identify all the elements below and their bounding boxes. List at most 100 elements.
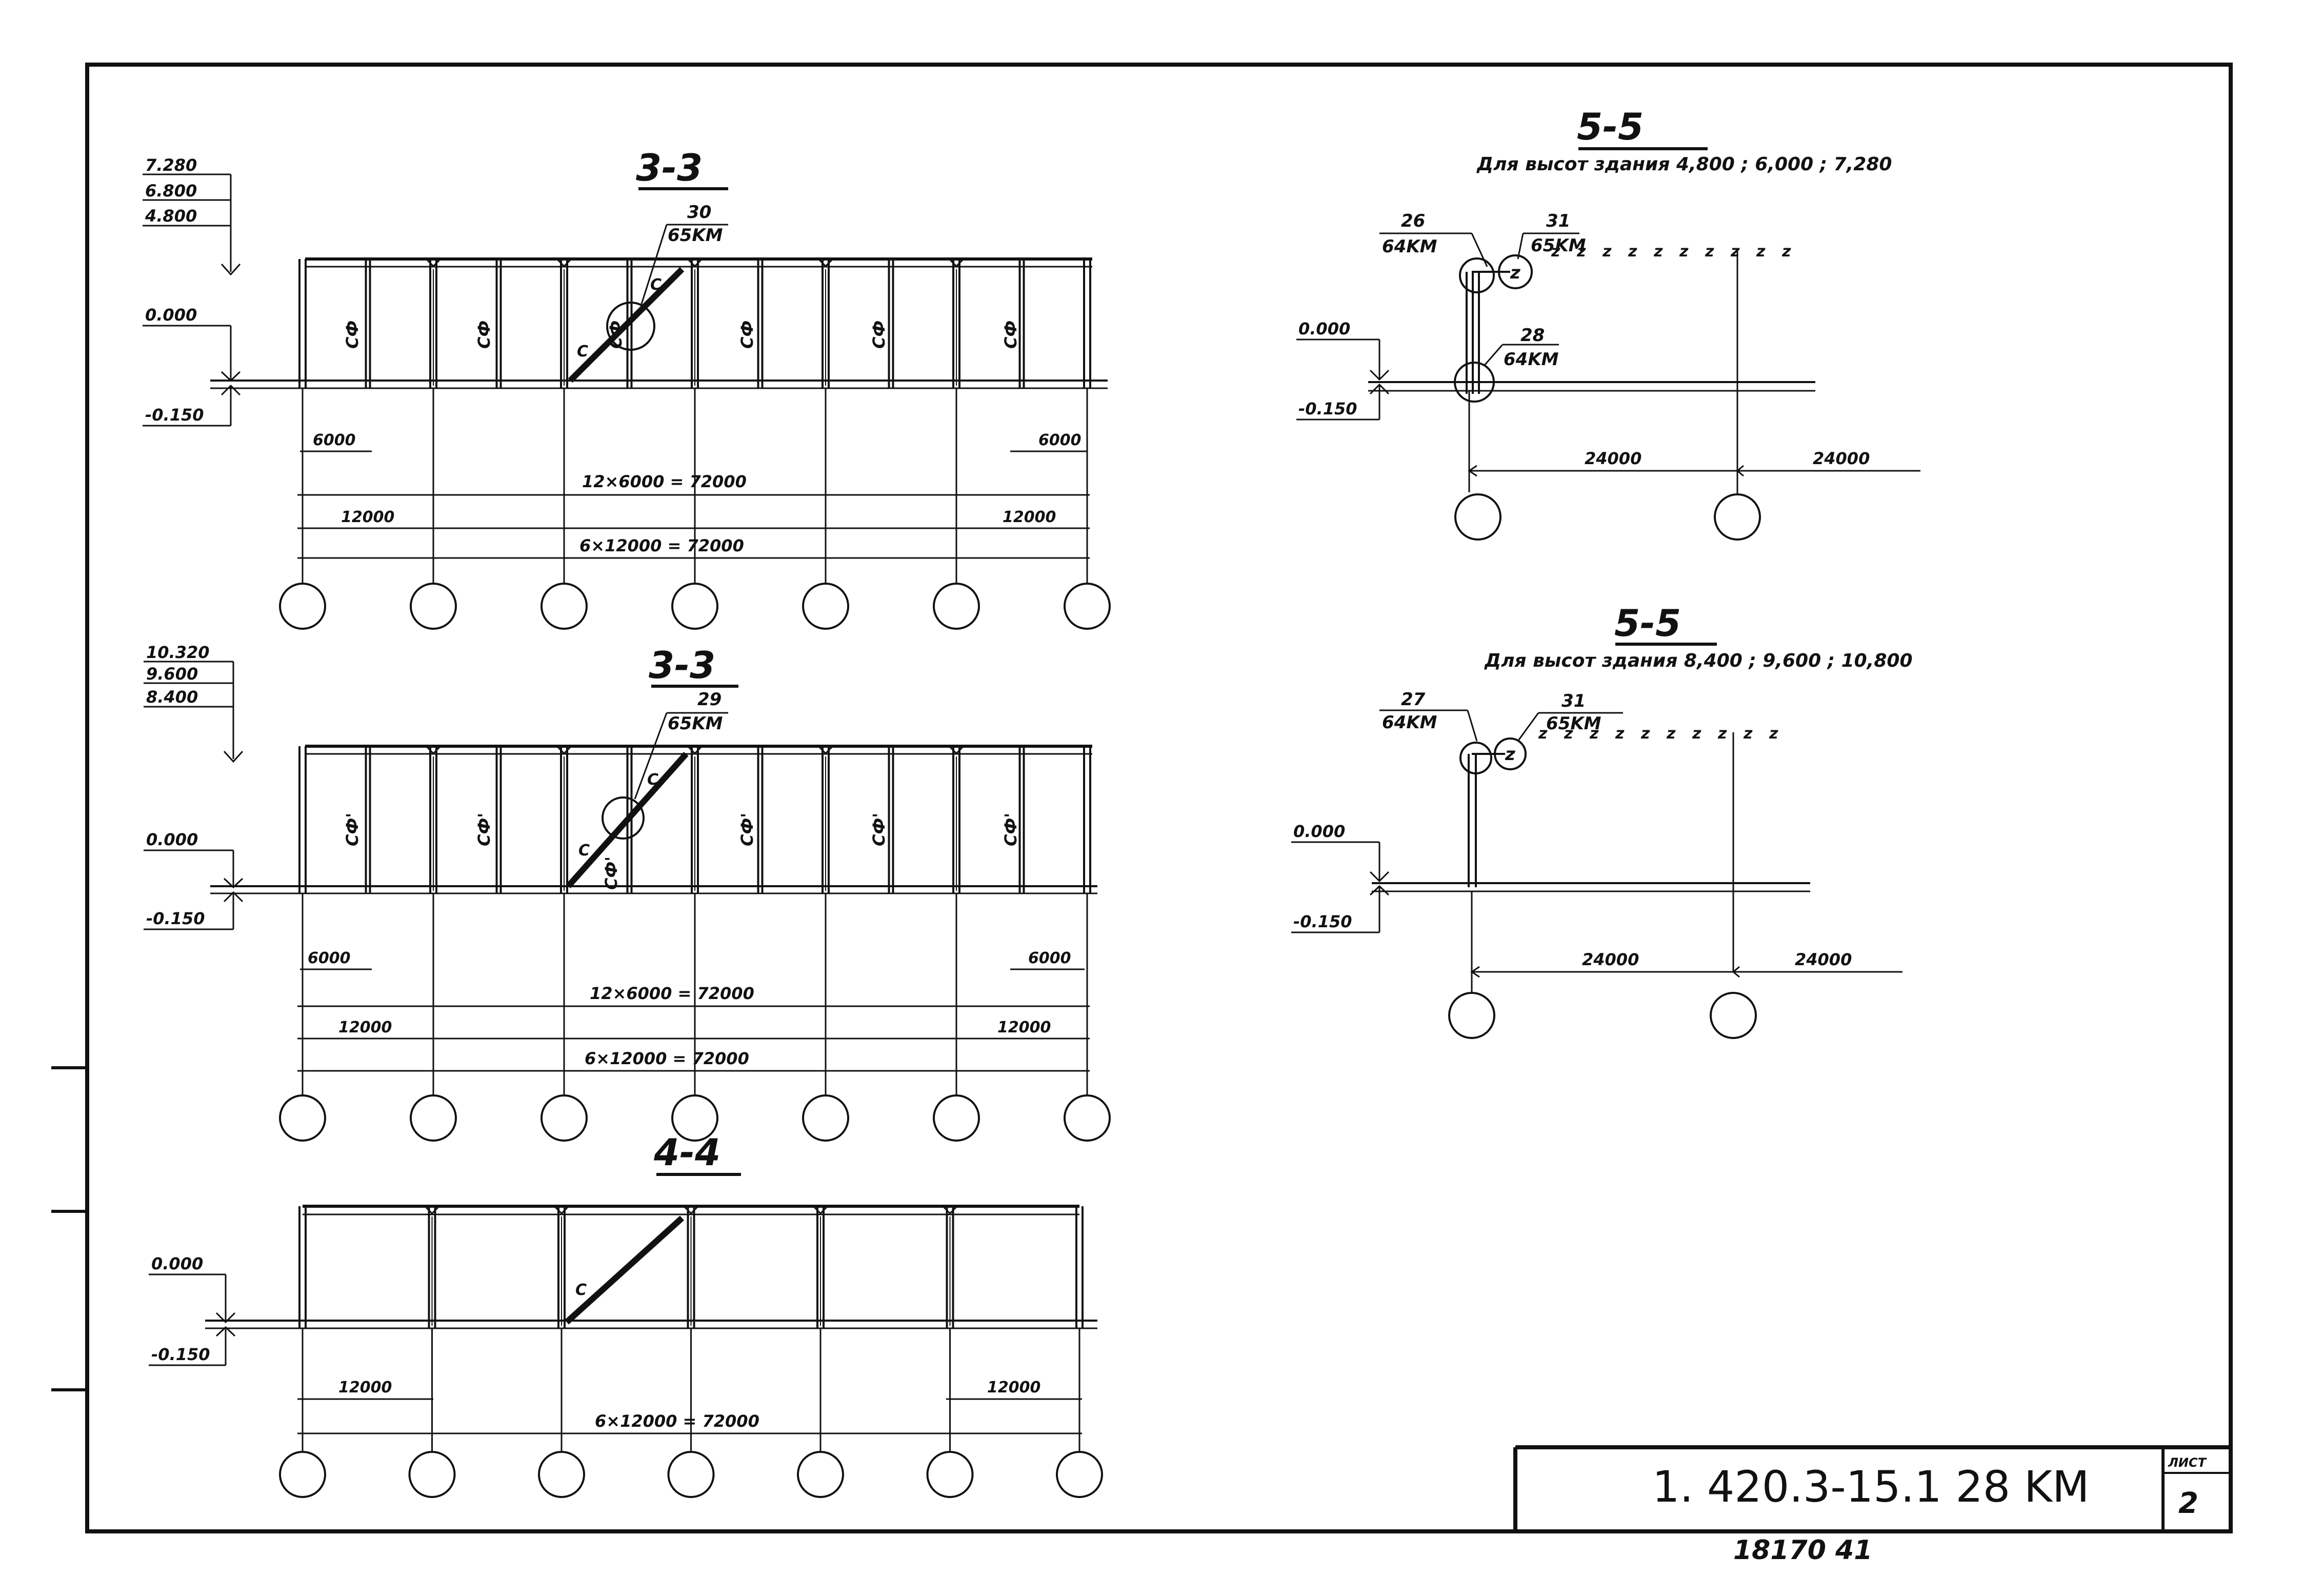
main-column	[817, 258, 834, 388]
main-column	[948, 258, 965, 388]
grid-axis-bubble	[667, 1451, 715, 1498]
svg-text:z: z	[1730, 243, 1740, 261]
panel-label-6: СФ'	[1001, 813, 1020, 846]
dim-6x12000: 6×12000 = 72000	[585, 1049, 749, 1068]
svg-text:z: z	[1781, 243, 1791, 261]
main-column	[812, 1205, 829, 1328]
brace-label-upper: С	[647, 771, 658, 789]
dim-6000-right: 6000	[1028, 949, 1071, 967]
zero-level-mark: 0.000	[146, 830, 198, 849]
level-mark-2: 9.600	[146, 664, 198, 684]
callout-2-number: 31	[1561, 691, 1586, 711]
grid-axis-bubble	[540, 583, 588, 630]
panel-label-4: СФ'	[737, 813, 757, 846]
sheet-label: ЛИСТ	[2168, 1455, 2207, 1470]
svg-text:z: z	[1589, 725, 1599, 743]
svg-text:z: z	[1679, 243, 1689, 261]
brace-label-lower: С	[577, 343, 588, 361]
callout-2-number: 31	[1546, 211, 1570, 231]
dim-12000-right: 12000	[987, 1379, 1040, 1396]
callout-detail-number: 29	[697, 689, 722, 710]
callout-sheet-ref: 65KM	[668, 713, 723, 734]
main-column	[942, 1205, 958, 1328]
dim-12000-right: 12000	[1003, 508, 1056, 526]
svg-text:z: z	[1743, 725, 1753, 743]
level-mark-1: 7.280	[145, 155, 197, 175]
intermediate-column	[495, 746, 502, 893]
section-subtitle: Для высот здания 8,400 ; 9,600 ; 10,800	[1484, 650, 1913, 671]
main-column	[1083, 259, 1091, 388]
callout-3-number: 28	[1520, 325, 1545, 346]
detail-callout-circle	[606, 302, 655, 351]
diagonal-brace	[568, 267, 685, 383]
section-title: 5-5	[1614, 602, 1681, 645]
svg-text:z: z	[1769, 725, 1778, 743]
main-column	[948, 745, 965, 893]
section-title: 3-3	[649, 644, 715, 687]
svg-text:z: z	[1538, 725, 1548, 743]
grid-axis-bubble	[671, 1094, 718, 1142]
svg-text:z: z	[1640, 725, 1650, 743]
dim-6x12000: 6×12000 = 72000	[595, 1411, 759, 1431]
main-column	[298, 259, 307, 388]
panel-label-1: СФ	[343, 321, 362, 349]
detail-callout-circle	[602, 796, 645, 840]
grid-axis-bubble	[279, 1451, 326, 1498]
brace-label-upper: С	[650, 276, 662, 294]
intermediate-column	[888, 746, 894, 893]
main-column	[817, 745, 834, 893]
callout-3-sheet: 64KM	[1504, 349, 1559, 370]
sheet-frame	[85, 63, 2233, 1533]
dim-12x6000: 12×6000 = 72000	[582, 472, 747, 491]
svg-text:z: z	[1551, 243, 1560, 261]
svg-text:z: z	[1576, 243, 1586, 261]
main-column	[553, 1205, 570, 1328]
grid-axis-bubble	[802, 583, 849, 630]
panel-label-1: СФ'	[343, 813, 362, 846]
grid-axis-bubble	[1064, 1094, 1111, 1142]
panel-label-5: СФ'	[869, 813, 889, 846]
level-mark-2: 6.800	[145, 181, 197, 201]
intermediate-column	[365, 746, 371, 893]
minus-level-mark: -0.150	[145, 405, 204, 425]
callout-2-sheet: 65KM	[1531, 235, 1586, 256]
svg-text:z: z	[1705, 243, 1714, 261]
callout-1-number: 26	[1401, 211, 1425, 231]
dim-12000-right: 12000	[997, 1019, 1051, 1036]
dim-6000-left: 6000	[308, 949, 351, 967]
minus-level-mark: -0.150	[1298, 399, 1357, 418]
grid-axis-bubble	[926, 1451, 974, 1498]
grid-axis-bubble	[538, 1451, 585, 1498]
svg-text:z: z	[1505, 744, 1515, 765]
svg-text:z: z	[1628, 243, 1637, 261]
section-4-4: 4-4 0.000 -0.150 С 12000 12000 6×12000 =…	[149, 1131, 1103, 1498]
section-subtitle: Для высот здания 4,800 ; 6,000 ; 7,280	[1476, 154, 1892, 175]
main-column	[424, 1205, 440, 1328]
callout-1-sheet: 64KM	[1382, 712, 1437, 733]
section-5-5-low-heights: 5-5 Для высот здания 4,800 ; 6,000 ; 7,2…	[1296, 105, 1920, 541]
svg-text:z: z	[1564, 725, 1573, 743]
span-dim-2: 24000	[1795, 950, 1852, 969]
svg-text:z: z	[1692, 725, 1701, 743]
grid-axis-bubble	[802, 1094, 849, 1142]
title-block: 1. 420.3-15.1 28 KM ЛИСТ 2 18170 41	[1513, 1445, 2231, 1566]
grid-axis-bubble	[540, 1094, 588, 1142]
main-column	[556, 258, 572, 388]
intermediate-column	[757, 259, 764, 388]
intermediate-column	[888, 259, 894, 388]
diagonal-brace	[566, 752, 689, 888]
brace-label-lower: С	[578, 842, 590, 860]
archive-number: 18170 41	[1733, 1535, 1872, 1566]
svg-text:z: z	[1510, 263, 1520, 283]
main-column	[1083, 746, 1091, 893]
section-title: 3-3	[636, 146, 703, 189]
dim-12x6000: 12×6000 = 72000	[590, 984, 754, 1003]
callout-1-number: 27	[1401, 689, 1426, 710]
dim-12000-left: 12000	[338, 1379, 392, 1396]
section-3-3-upper: 3-3 7.280 6.800 4.800 0.000 -0.150 СФ СФ…	[143, 146, 1111, 630]
grid-axis-bubble	[410, 1094, 457, 1142]
grid-axis-bubble	[797, 1451, 844, 1498]
panel-label-6: СФ	[1001, 321, 1020, 349]
main-column	[298, 1206, 307, 1328]
